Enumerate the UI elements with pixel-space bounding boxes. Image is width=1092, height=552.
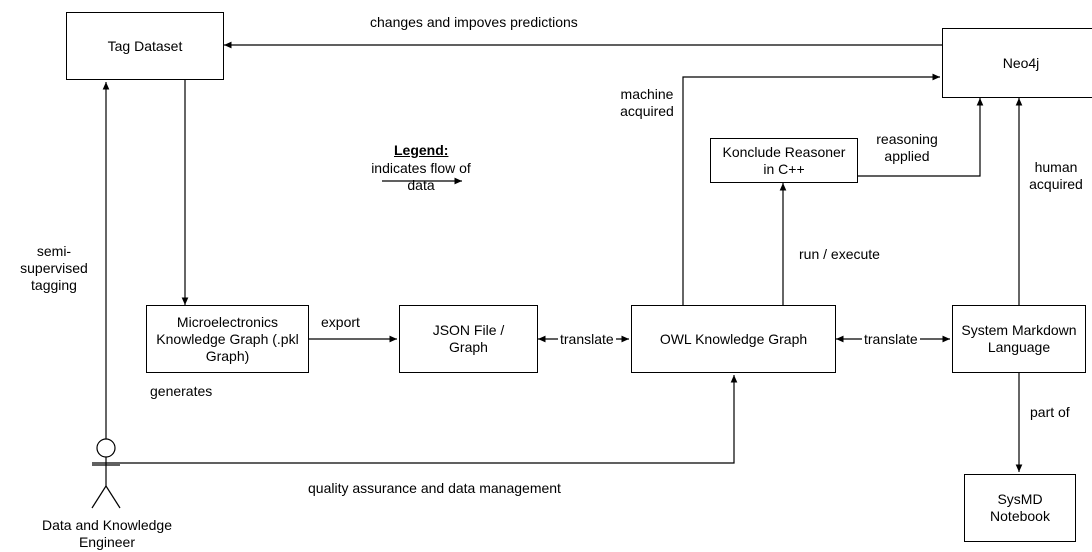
edge-owl-kg-to-neo4j-machine [682,73,940,305]
node-tag-dataset-label: Tag Dataset [107,37,183,54]
node-system-markdown-language: System Markdown Language [952,305,1086,373]
legend-text: indicates flow of data [371,160,471,193]
edge-label-quality-assurance: quality assurance and data management [308,480,561,496]
edge-label-translate-owl-sysml: translate [862,331,920,348]
node-konclude-reasoner-label: Konclude Reasoner in C++ [722,143,846,177]
edge-label-translate-json-owl: translate [558,331,616,348]
edge-label-export: export [321,314,360,330]
node-owl-kg: OWL Knowledge Graph [631,305,836,373]
edge-konclude-to-neo4j [858,98,984,177]
node-tag-dataset: Tag Dataset [66,12,224,80]
node-owl-kg-label: OWL Knowledge Graph [659,330,808,347]
node-json-file-label: JSON File / Graph [432,322,505,355]
actor-label: Data and Knowledge Engineer [42,517,172,550]
edge-label-semi-supervised-tagging: semi-supervised tagging [20,243,88,293]
node-microelectronics-kg: Microelectronics Knowledge Graph (.pkl G… [146,305,309,373]
edge-label-human-acquired: human acquired [1029,159,1083,192]
node-microelectronics-kg-label: Microelectronics Knowledge Graph (.pkl G… [156,313,299,364]
node-sysmd-notebook-label: SysMD Notebook [990,491,1050,524]
edge-label-reasoning-applied: reasoning applied [876,131,938,164]
node-neo4j-label: Neo4j [1002,54,1040,71]
edge-label-run-execute: run / execute [799,246,880,262]
edge-label-changes: changes and impoves predictions [370,14,578,30]
node-neo4j: Neo4j [942,28,1092,98]
edge-label-part-of: part of [1030,404,1070,420]
edge-label-machine-acquired: machine acquired [620,86,674,119]
edge-actor-to-owl-kg [92,375,738,464]
node-konclude-reasoner: Konclude Reasoner in C++ [710,138,858,183]
node-system-markdown-language-label: System Markdown Language [961,322,1077,355]
legend-title: Legend: [394,142,449,158]
node-sysmd-notebook: SysMD Notebook [964,474,1076,542]
actor-figure [91,438,121,509]
node-json-file: JSON File / Graph [399,305,538,373]
edge-label-generates: generates [150,383,213,399]
actor-head [96,438,116,458]
